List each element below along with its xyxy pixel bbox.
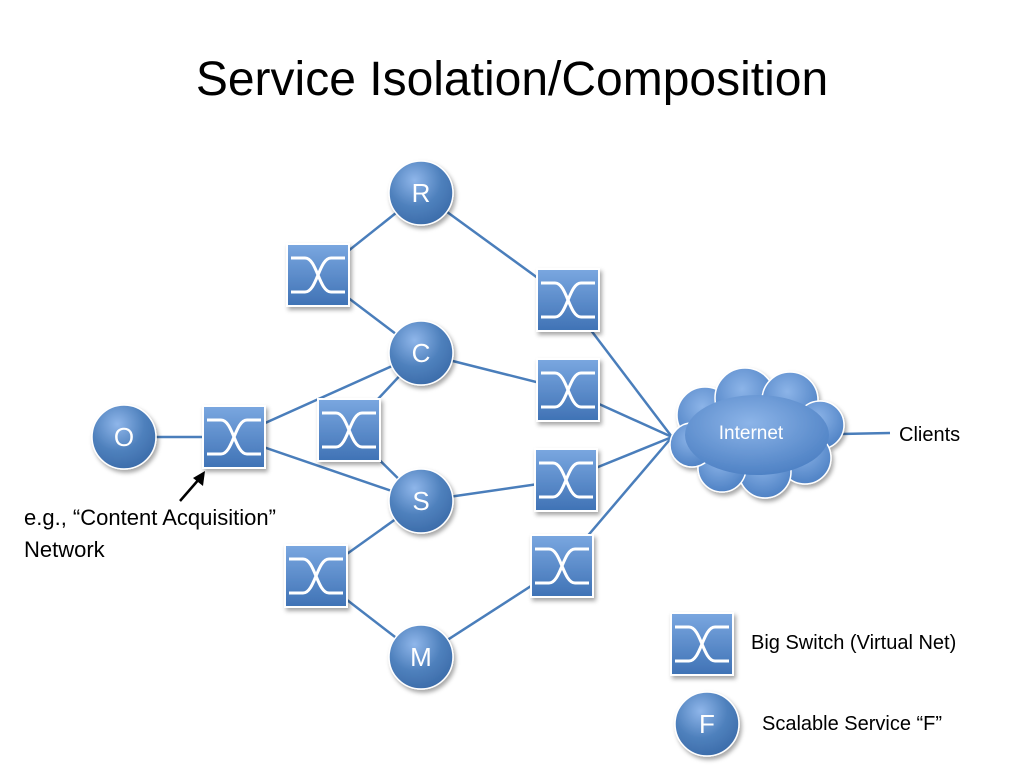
- link-internet-clients: [839, 431, 891, 436]
- big-switch: [534, 448, 598, 512]
- big-switch: [536, 268, 600, 332]
- service-node-label: O: [114, 422, 134, 452]
- annotation-line-1: e.g., “Content Acquisition”: [24, 505, 276, 530]
- service-node-label: S: [412, 486, 429, 516]
- big-switch: [202, 405, 266, 469]
- big-switch: [284, 544, 348, 608]
- clients-label: Clients: [899, 424, 960, 446]
- service-node-label: C: [412, 338, 431, 368]
- internet-label: Internet: [719, 423, 784, 444]
- legend-switch-icon: [670, 612, 734, 676]
- service-node-o: O: [91, 404, 157, 470]
- service-node-r: R: [388, 160, 454, 226]
- legend-service-icon-label: F: [699, 709, 715, 739]
- service-node-s: S: [388, 468, 454, 534]
- service-node-label: M: [410, 642, 432, 672]
- big-switch: [530, 534, 594, 598]
- big-switch: [286, 243, 350, 307]
- service-node-m: M: [388, 624, 454, 690]
- service-node-label: R: [412, 178, 431, 208]
- legend-switch-label: Big Switch (Virtual Net): [751, 632, 956, 654]
- annotation-arrow-icon: [179, 471, 205, 502]
- annotation-line-2: Network: [24, 537, 106, 562]
- service-node-c: C: [388, 320, 454, 386]
- internet-cloud: [669, 367, 845, 499]
- legend-service-label: Scalable Service “F”: [762, 713, 942, 735]
- legend-service-icon: F: [674, 691, 740, 757]
- big-switch: [536, 358, 600, 422]
- big-switch: [317, 398, 381, 462]
- slide-title: Service Isolation/Composition: [195, 53, 829, 106]
- legend: Big Switch (Virtual Net) F Scalable Serv…: [670, 612, 956, 757]
